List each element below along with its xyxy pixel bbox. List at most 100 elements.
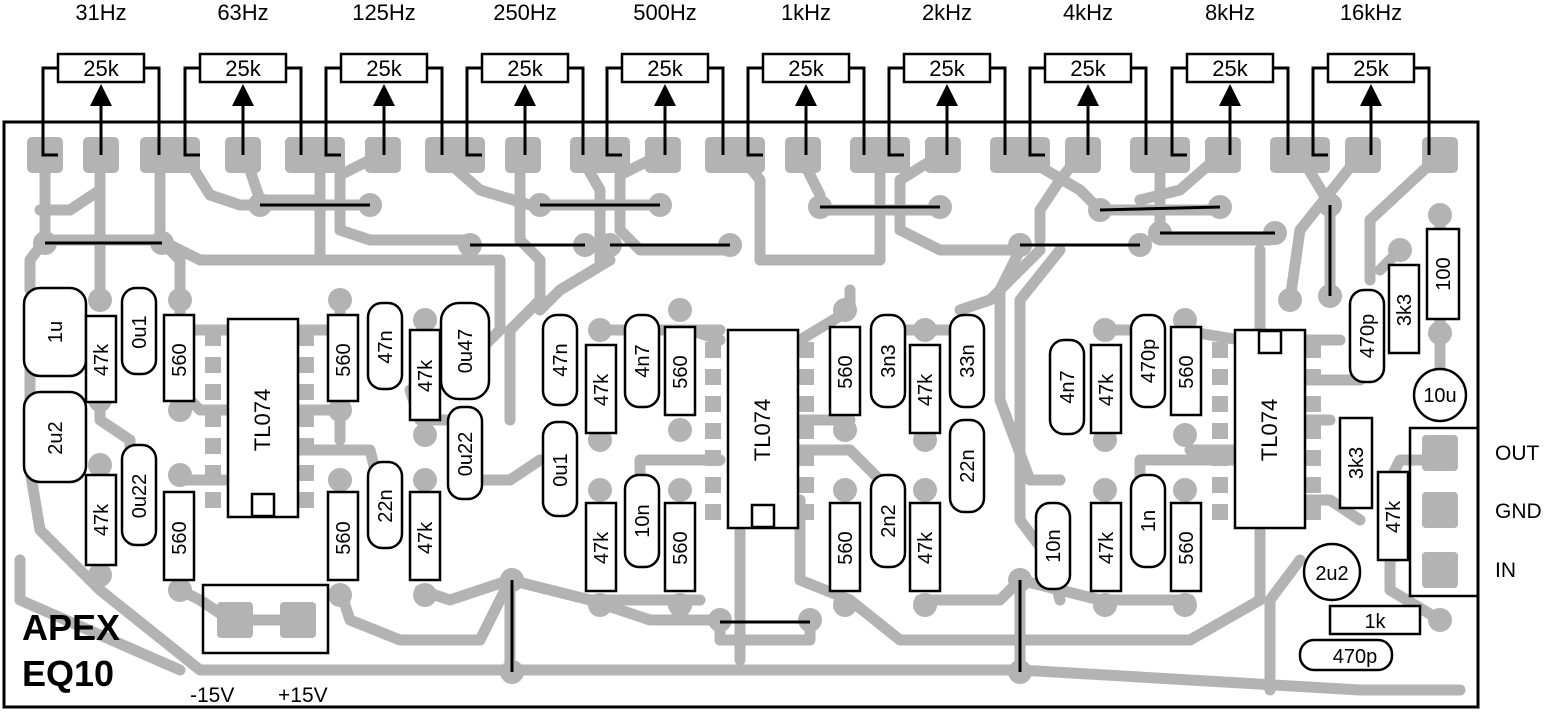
board-title-line1: APEX [22,607,120,648]
band-label: 1kHz [781,0,831,25]
band-label: 63Hz [217,0,268,25]
resistor-47k [1376,470,1410,562]
comp-label: 560 [670,355,692,388]
capacitor-0u47 [439,301,491,401]
resistor-47k [908,501,942,593]
capacitor-470p [1298,638,1394,672]
comp-label: 47n [550,343,572,376]
pot-value: 25k [647,56,683,81]
comp-label: 0u22 [455,432,477,477]
comp-label: 560 [333,343,355,376]
capacitor-470p [1348,288,1386,384]
resistor-100 [1425,227,1461,321]
comp-label: 3n3 [878,344,900,377]
comp-label: 470p [1138,339,1160,384]
pot-value: 25k [929,56,965,81]
resistor-47k [408,490,442,582]
capacitor-3n3 [869,313,907,409]
comp-label: 3k3 [1394,294,1416,326]
resistor-560 [663,325,697,417]
band-label: 16kHz [1340,0,1402,25]
resistor-560 [162,313,196,403]
comp-label: 47n [375,330,397,363]
ic-notch [1257,329,1283,355]
resistor-47k [84,473,118,567]
pot-10: 25k 16kHz [1311,0,1431,157]
resistor-560 [828,501,862,593]
band-label: 8kHz [1205,0,1255,25]
negative-supply-label: -15V [190,684,234,707]
comp-label: 4n7 [1057,370,1079,403]
comp-label: 47k [1383,500,1405,533]
comp-label: 560 [1176,355,1198,388]
ic-chip-3 [1233,328,1307,530]
resistor-560 [326,490,360,582]
ics-layer: TL074 TL074 TL074 [226,317,1307,530]
comp-label: 47k [415,521,437,554]
comp-label: 3k3 [1346,447,1368,479]
resistor-560 [1169,501,1203,593]
capacitor-22n [948,418,986,514]
pot-value: 25k [507,56,543,81]
comp-label: 47k [91,503,113,536]
comp-label: 2u2 [45,421,67,454]
pot-value: 25k [788,56,824,81]
comp-label: 1n [1138,510,1160,532]
comp-label: 2u2 [1315,563,1348,585]
comp-label: 47k [915,531,937,564]
pot-value: 25k [366,56,402,81]
comp-label: 47k [91,343,113,376]
output-label: OUT [1495,442,1540,465]
comp-label: 47k [1096,531,1118,564]
capacitor-470p [1129,313,1167,409]
resistor-3k3 [1387,263,1421,355]
resistor-47k [584,343,618,435]
capacitor-47n [366,301,404,391]
capacitor-47n [541,313,579,407]
comp-label: 10n [1043,529,1065,562]
pot-6: 25k 1kHz [746,0,866,157]
ic-notch [250,492,276,518]
comp-label: 560 [169,343,191,376]
capacitor-4n7 [623,313,661,409]
comp-label: 2n2 [878,504,900,537]
comp-label: 470p [1333,646,1378,668]
ic-notch [750,503,776,529]
capacitor-4n7 [1048,338,1086,436]
resistor-560 [326,313,360,403]
comp-label: 0u1 [129,315,151,348]
power-connector: -15V +15V [190,583,330,707]
capacitor-22n [366,460,404,550]
comp-label: 560 [333,521,355,554]
comp-label: 47k [1096,373,1118,406]
pot-value: 25k [225,56,261,81]
comp-label: 0u22 [129,474,151,519]
components-layer: 1u 47k 0u1 560 2u2 47k 0u22 560 560 47n … [22,227,1468,672]
comp-label: 0u47 [455,329,477,374]
band-label: 31Hz [75,0,126,25]
comp-label: 560 [835,531,857,564]
resistor-47k [1089,501,1123,593]
capacitor-2u2 [1302,542,1362,602]
comp-label: 47k [415,359,437,392]
comp-label: 47k [591,531,613,564]
capacitor-0u1 [120,286,158,376]
pot-value: 25k [1070,56,1106,81]
positive-supply-label: +15V [278,684,328,707]
pot-value: 25k [1353,56,1389,81]
ic-label: TL074 [1257,399,1282,461]
comp-label: 560 [1176,531,1198,564]
io-connector: OUT GND IN [1408,426,1542,598]
ic-chip-1 [226,317,300,519]
capacitor-2n2 [869,473,907,569]
capacitor-1n [1129,473,1167,569]
comp-label: 33n [957,344,979,377]
comp-label: 22n [375,489,397,522]
capacitor-10n [1034,501,1072,591]
capacitor-10u [1412,367,1468,423]
comp-label: 1k [1364,611,1386,633]
comp-label: 4n7 [632,344,654,377]
